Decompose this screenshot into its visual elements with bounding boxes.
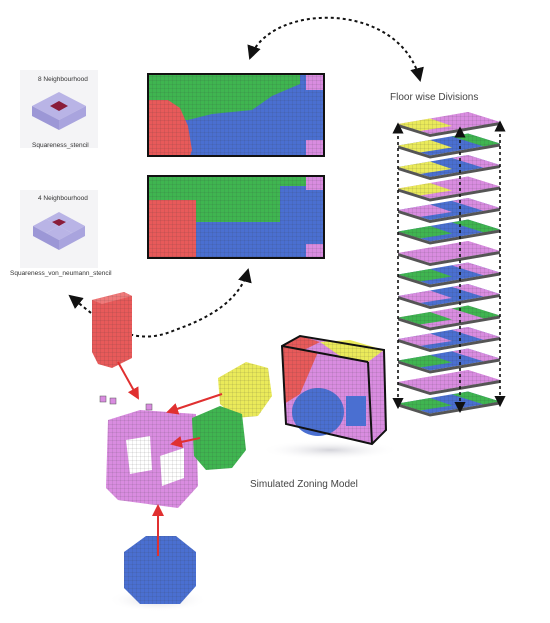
floor-slab [398,391,500,417]
green-zone-block [192,406,246,470]
dotted-arrow-left [68,268,252,338]
floor-slab [398,176,500,202]
floor-slab [398,305,500,331]
floor-tower [392,112,506,417]
floor-slab [398,262,500,288]
n4-caption: Squareness_von_neumann_stencil [10,270,112,277]
floor-slab [398,112,500,137]
floor-plan-8-neighbourhood [147,73,325,157]
floor-slab [398,133,500,159]
zoning-model-cube [260,334,400,460]
floor-wise-title: Floor wise Divisions [390,92,479,103]
stencil-4-neighbourhood [20,190,98,268]
yellow-zone-block [218,362,272,418]
n4-title: 4 Neighbourhood [38,195,88,202]
stencil-8-neighbourhood [20,70,98,148]
floor-slab [398,284,500,309]
n8-caption: Squareness_stencil [32,142,89,149]
floor-slab [398,219,500,245]
floor-slab [398,370,500,395]
floor-slab [398,241,500,266]
exploded-zones [92,292,272,612]
blue-zone-block [108,536,208,612]
red-zone-block [92,292,132,368]
floor-slab [398,327,500,352]
dotted-arrow-top [247,16,424,82]
floor-slab [398,348,500,374]
pink-frame-block [106,410,198,508]
model-title: Simulated Zoning Model [250,479,358,490]
floor-plan-4-neighbourhood [147,175,325,259]
floor-slab [398,198,500,223]
n8-title: 8 Neighbourhood [38,76,88,83]
floor-slab [398,155,500,180]
